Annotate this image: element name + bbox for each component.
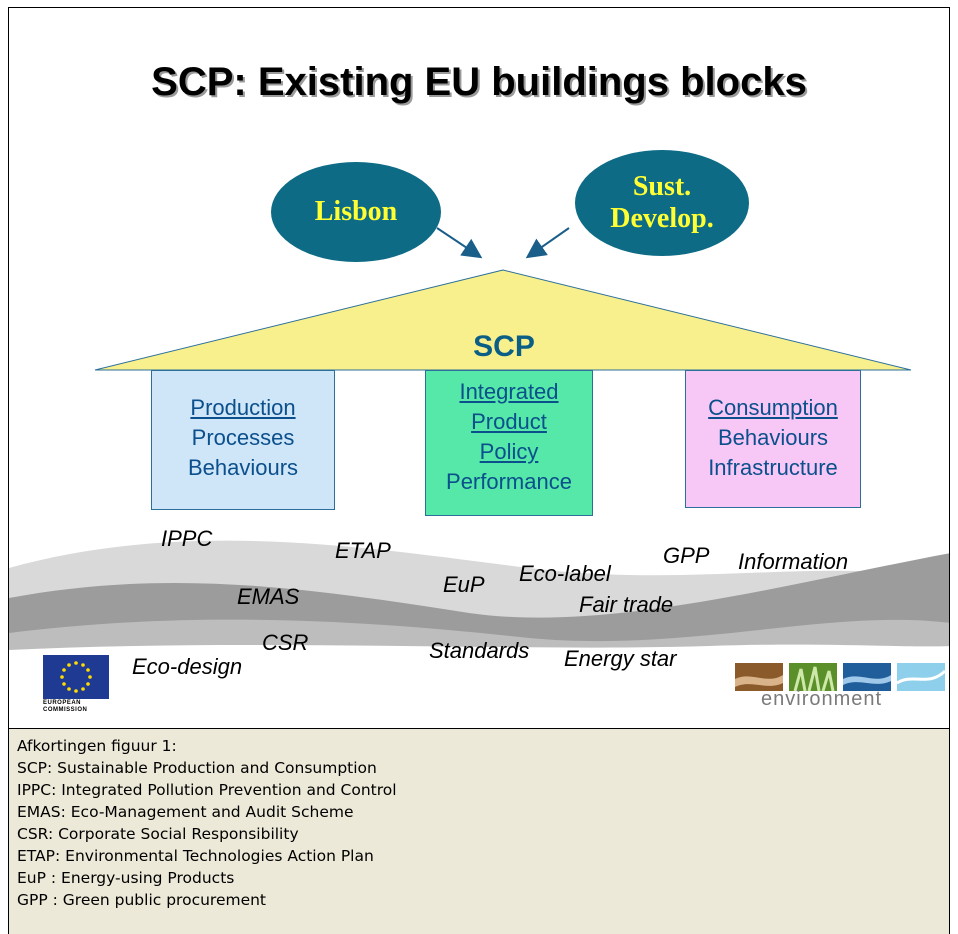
- arrow-sust-to-scp: [525, 227, 570, 259]
- notes-line: Afkortingen figuur 1:: [17, 737, 177, 755]
- term-gpp: GPP: [663, 543, 710, 568]
- term-standards: Standards: [429, 638, 530, 663]
- term-emas: EMAS: [237, 584, 300, 609]
- term-ippc: IPPC: [161, 526, 213, 551]
- eu-flag-icon: [43, 655, 109, 699]
- lisbon-oval: Lisbon: [271, 162, 441, 262]
- notes-line: GPP : Green public procurement: [17, 891, 267, 909]
- term-information: Information: [738, 549, 849, 574]
- slide-title: SCP: Existing EU buildings blocks: [151, 60, 807, 104]
- eu-logo-text: EUROPEAN COMMISSION: [43, 700, 87, 714]
- sust-label-line2: Develop.: [610, 203, 714, 234]
- production-line-1: Processes: [191, 425, 295, 450]
- term-etap: ETAP: [335, 538, 391, 563]
- arrow-lisbon-to-scp: [436, 227, 483, 259]
- consumption-line-2: Infrastructure: [708, 455, 838, 480]
- ipp-pillar: Integrated Product Policy Performance: [425, 370, 593, 516]
- eu-logo-line-2: COMMISSION: [43, 707, 88, 713]
- notes-panel: Afkortingen figuur 1: SCP: Sustainable P…: [8, 728, 950, 934]
- ipp-heading-line-2[interactable]: Product: [471, 409, 547, 434]
- lisbon-label: Lisbon: [314, 196, 398, 227]
- notes-line: IPPC: Integrated Pollution Prevention an…: [17, 781, 397, 799]
- term-eup: EuP: [443, 572, 485, 597]
- term-energy-star: Energy star: [564, 646, 677, 671]
- environment-logo-icon: [735, 663, 947, 692]
- notes-line: SCP: Sustainable Production and Consumpt…: [17, 759, 377, 777]
- sust-label-line1: Sust.: [632, 171, 692, 202]
- wave-background: [9, 540, 949, 658]
- environment-logo-text: environment: [761, 688, 883, 710]
- term-fair-trade: Fair trade: [579, 592, 674, 617]
- sustainable-development-oval: Sust. Develop.: [575, 150, 749, 256]
- eu-logo-line-1: EUROPEAN: [43, 700, 82, 706]
- notes-line: CSR: Corporate Social Responsibility: [17, 825, 299, 843]
- notes-line: EMAS: Eco-Management and Audit Scheme: [17, 803, 354, 821]
- term-csr: CSR: [262, 630, 309, 655]
- consumption-line-1: Behaviours: [717, 425, 829, 450]
- production-pillar: Production Processes Behaviours: [151, 370, 335, 510]
- production-line-2: Behaviours: [187, 455, 299, 480]
- slide: SCP: Existing EU buildings blocks Lisbon…: [8, 7, 950, 728]
- consumption-heading[interactable]: Consumption: [708, 395, 838, 420]
- consumption-pillar: Consumption Behaviours Infrastructure: [685, 370, 861, 508]
- ipp-heading-line-3[interactable]: Policy: [479, 439, 539, 464]
- roof-label: SCP: [473, 330, 535, 363]
- notes-line: ETAP: Environmental Technologies Action …: [17, 847, 374, 865]
- ipp-line-1: Performance: [446, 469, 572, 494]
- ipp-heading-line-1[interactable]: Integrated: [459, 379, 559, 404]
- notes-line: EuP : Energy-using Products: [17, 869, 235, 887]
- production-heading[interactable]: Production: [190, 395, 296, 420]
- term-eco-label: Eco-label: [519, 561, 611, 586]
- term-eco-design: Eco-design: [132, 654, 243, 679]
